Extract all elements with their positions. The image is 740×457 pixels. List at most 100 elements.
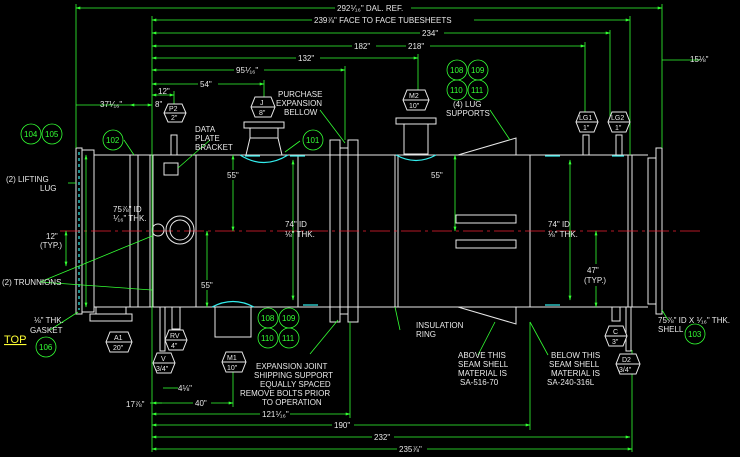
expjoint-label-4: REMOVE BOLTS PRIOR — [240, 389, 330, 398]
dim-218: 218" — [408, 42, 424, 51]
balloon-104: 104 — [24, 130, 38, 139]
id-right-1: 74" ID — [548, 220, 570, 229]
nozzle-v-size: 3/4" — [156, 366, 169, 373]
lug-count-label: (4) LUG — [453, 100, 481, 109]
lug-supports-label: SUPPORTS — [446, 109, 490, 118]
nozzle-rv-size: 4" — [171, 343, 178, 350]
expjoint-label-5: TO OPERATION — [262, 398, 322, 407]
nozzle-p2-tag: P2 — [169, 106, 178, 113]
shell-label-2: SHELL — [658, 325, 684, 334]
dim-12: 12" — [158, 87, 170, 96]
below-label-4: SA-240-316L — [547, 378, 595, 387]
balloon-109-bottom: 109 — [282, 314, 296, 323]
insulation-label-1: INSULATION — [416, 321, 464, 330]
dim-55-mid: 55" — [431, 171, 443, 180]
nozzle-rv-tag: RV — [170, 333, 180, 340]
dim-face-to-face: 239⅞" FACE TO FACE TUBESHEETS — [314, 16, 452, 25]
expjoint-label-2: SHIPPING SUPPORT — [254, 371, 333, 380]
dim-232: 232" — [374, 433, 390, 442]
dim-12-typ: 12" — [46, 232, 58, 241]
dim-37: 37⅟₁₆" — [100, 100, 122, 109]
lug-support-bottom — [457, 306, 517, 325]
below-label-3: MATERIAL IS — [551, 369, 600, 378]
dim-235: 235⅞" — [399, 445, 422, 454]
dim-40: 40" — [195, 399, 207, 408]
id-mid-2: ⅛" THK. — [285, 230, 315, 239]
dim-182: 182" — [354, 42, 370, 51]
balloon-108-top: 108 — [450, 66, 464, 75]
balloon-103: 103 — [688, 330, 702, 339]
dim-234: 234" — [422, 29, 438, 38]
data-plate-label-1: DATA — [195, 125, 216, 134]
balloon-105: 105 — [45, 130, 59, 139]
lifting-lug — [151, 223, 165, 237]
dim-4: 4⅛" — [178, 384, 192, 393]
insulation-label-2: RING — [416, 330, 436, 339]
lug-support-top — [457, 137, 517, 156]
below-label-2: SEAM SHELL — [549, 360, 600, 369]
nozzle-m1-size: 10" — [227, 365, 238, 372]
vessel-body — [60, 137, 700, 325]
balloon-109-top: 109 — [471, 66, 485, 75]
nozzle-c-tag: C — [613, 329, 618, 336]
balloon-111-bottom: 111 — [282, 334, 295, 343]
shell-label-1: 75⅞" ID X ⅟₁₆" THK. — [658, 316, 730, 325]
id-left-2: ⅟₁₆" THK. — [113, 214, 147, 223]
id-mid-1: 74" ID — [285, 220, 307, 229]
id-left-1: 75⅞" ID — [113, 205, 142, 214]
nozzle-d2-size: 3/4" — [619, 367, 632, 374]
nozzle-a1-size: 20" — [113, 345, 124, 352]
dim-8: 8" — [155, 100, 162, 109]
dimension-texts: 292⅟₁₆" DAL. REF. 239⅞" FACE TO FACE TUB… — [40, 3, 709, 454]
nozzle-j-tag: J — [260, 100, 264, 107]
bellow-label: BELLOW — [284, 108, 318, 117]
expansion-label: EXPANSION — [276, 99, 322, 108]
trunnions-label: (2) TRUNNIONS — [2, 278, 61, 287]
balloon-101: 101 — [306, 136, 320, 145]
nozzle-p2-size: 2" — [171, 115, 178, 122]
balloons: 104 105 102 101 108 109 110 111 108 109 … — [20, 59, 706, 358]
nozzle-j-size: 8" — [259, 110, 266, 117]
dimension-lines — [39, 4, 700, 452]
lug-plate-1 — [455, 214, 517, 224]
nozzle-d2-tag: D2 — [622, 357, 631, 364]
dim-95: 95⅟₁₆" — [236, 66, 258, 75]
lifting-lug-label-1: (2) LIFTING — [6, 175, 49, 184]
balloon-110-bottom: 110 — [261, 334, 274, 343]
dim-121: 121⅟₁₆" — [262, 410, 289, 419]
above-label-3: MATERIAL IS — [458, 369, 507, 378]
balloon-110-top: 110 — [450, 86, 463, 95]
dim-dal-ref: 292⅟₁₆" DAL. REF. — [337, 4, 403, 13]
dim-132: 132" — [298, 54, 314, 63]
above-label-1: ABOVE THIS — [458, 351, 506, 360]
balloon-102: 102 — [106, 136, 120, 145]
annotations: PURCHASE EXPANSION BELLOW (4) LUG SUPPOR… — [2, 90, 730, 407]
dim-54: 54" — [200, 80, 212, 89]
id-right-2: ⅛" THK. — [548, 230, 578, 239]
dim-55-bottom: 55" — [201, 281, 213, 290]
dim-55-top: 55" — [227, 171, 239, 180]
nozzle-lg2-size: 1" — [615, 125, 622, 132]
gasket-label-2: GASKET — [30, 326, 63, 335]
dim-17: 17⅞" — [126, 400, 145, 409]
nozzle-lg1-size: 1" — [583, 125, 590, 132]
nozzle-m2-size: 10" — [409, 103, 420, 110]
gasket-label-1: ⅛" THK. — [34, 316, 64, 325]
purchase-label: PURCHASE — [278, 90, 322, 99]
lifting-lug-label-2: LUG — [40, 184, 56, 193]
balloon-108-bottom: 108 — [261, 314, 275, 323]
nozzle-m1-tag: M1 — [227, 355, 237, 362]
trunnion — [165, 215, 195, 245]
above-label-2: SEAM SHELL — [458, 360, 509, 369]
above-label-4: SA-516-70 — [460, 378, 499, 387]
lug-plate-2 — [455, 239, 517, 249]
expjoint-label-3: EQUALLY SPACED — [260, 380, 331, 389]
nozzle-lg2-tag: LG2 — [611, 115, 624, 122]
dim-12-typ-label: (TYP.) — [40, 241, 62, 250]
data-plate-label-3: BRACKET — [195, 143, 233, 152]
data-plate-label-2: PLATE — [195, 134, 220, 143]
dim-47-typ: (TYP.) — [584, 276, 606, 285]
nozzle-c-size: 3" — [612, 339, 619, 346]
top-label: TOP — [4, 334, 26, 346]
